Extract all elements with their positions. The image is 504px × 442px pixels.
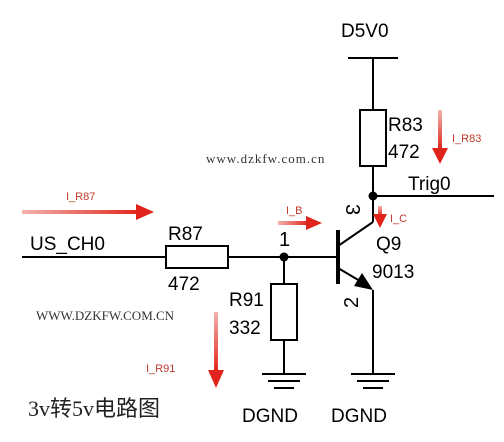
arrow-i-r87-head [136, 204, 154, 220]
transistor-q9 [336, 221, 374, 290]
r91-ref-label: R91 [229, 290, 264, 311]
resistor-r91 [270, 283, 298, 341]
junction-collector [368, 191, 378, 201]
q9-collector-lead [337, 221, 374, 247]
arrow-i-r83-shaft [438, 110, 442, 150]
q9-part-label: 9013 [372, 262, 414, 283]
diagram-caption: 3v转5v电路图 [28, 396, 160, 421]
arrow-i-r91-shaft [214, 312, 218, 372]
arrow-i-b-shaft [278, 221, 308, 225]
pin-number-emitter: 2 [341, 297, 363, 308]
current-arrows [22, 110, 448, 388]
r83-value-label: 472 [388, 142, 420, 163]
resistor-r87 [165, 245, 229, 269]
current-label-i-r87: I_R87 [66, 191, 95, 203]
pin-number-base: 1 [279, 229, 290, 251]
watermark-upper: WWW.DZKFW.COM.CN [36, 308, 175, 323]
current-label-i-b: I_B [286, 205, 303, 217]
supply-label: D5V0 [341, 21, 389, 42]
r83-ref-label: R83 [388, 115, 423, 136]
resistor-r83 [359, 109, 387, 167]
watermark-lower: www.dzkfw.com.cn [206, 151, 325, 166]
ground-symbol-emitter [351, 373, 395, 389]
arrow-i-r91-head [208, 370, 224, 388]
arrow-i-c-head [373, 214, 387, 228]
junction-base [279, 252, 289, 262]
arrow-i-r87-shaft [22, 210, 140, 214]
arrow-i-b-head [306, 216, 322, 230]
pin-number-collector: 3 [341, 204, 363, 215]
q9-ref-label: Q9 [376, 234, 401, 255]
r87-ref-label: R87 [168, 224, 203, 245]
arrow-i-c-shaft [378, 206, 382, 216]
q9-emitter-arrow [354, 273, 373, 290]
r87-value-label: 472 [168, 274, 200, 295]
input-net-label: US_CH0 [30, 234, 105, 255]
ground-label-emitter: DGND [331, 406, 387, 427]
output-net-label: Trig0 [408, 174, 451, 195]
arrow-i-r83-head [432, 148, 448, 164]
current-label-i-r83: I_R83 [452, 133, 481, 145]
current-label-i-r91: I_R91 [146, 363, 175, 375]
current-label-i-c: I_C [390, 213, 407, 225]
ground-label-r91: DGND [242, 406, 298, 427]
ground-symbol-r91 [262, 373, 306, 389]
r91-value-label: 332 [229, 318, 261, 339]
